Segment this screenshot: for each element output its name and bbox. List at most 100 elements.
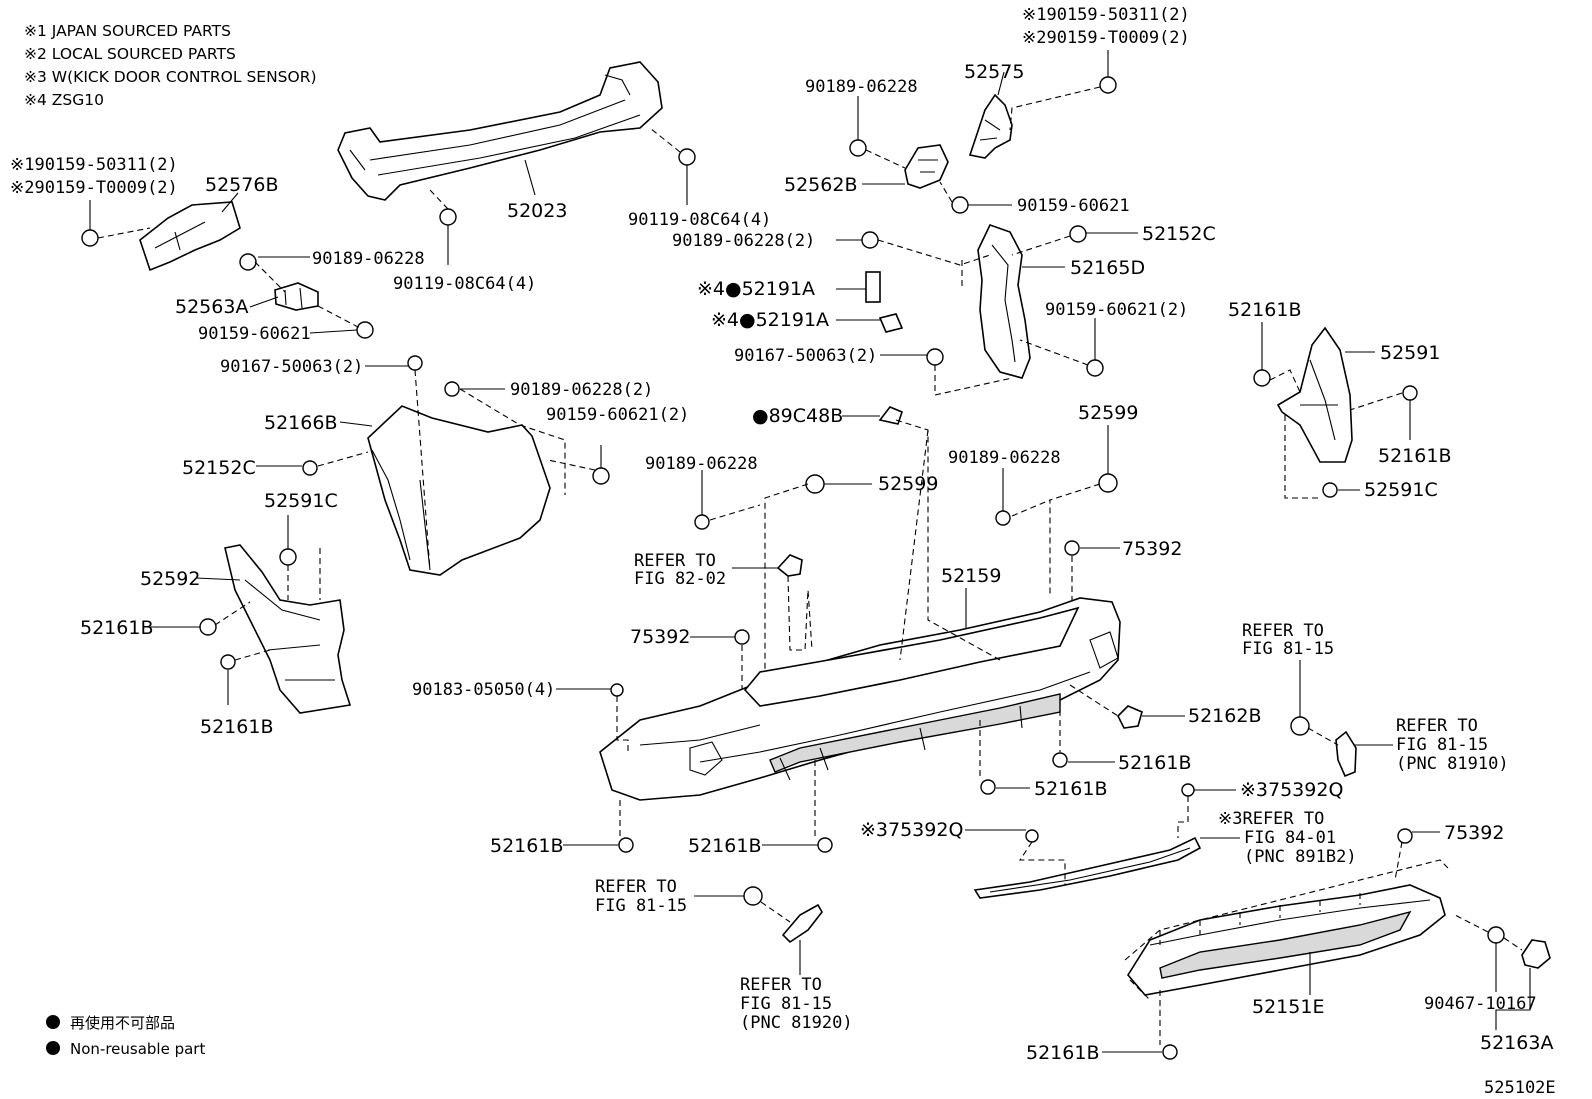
label-52562B: 52562B (784, 174, 857, 196)
non-reusable-dot-icon-2 (46, 1041, 60, 1055)
label-90119-08C64-a: 90119-08C64(4) (628, 210, 771, 230)
label-52599-a: 52599 (1078, 402, 1138, 424)
label-90159-T0009-left: ※290159-T0009(2) (10, 178, 178, 198)
label-90189-06228-a: 90189-06228 (312, 249, 425, 269)
label-pnc-81920: (PNC 81920) (740, 1013, 853, 1033)
label-52575: 52575 (964, 61, 1024, 83)
part-52591-right-bracket (1276, 326, 1353, 463)
label-90189-06228-2b: 90189-06228(2) (672, 231, 815, 251)
label-90159-60621-b: 90159-60621 (1017, 196, 1130, 216)
label-fig-84-01: FIG 84-01 (1244, 828, 1336, 848)
part-52163A-cap (1521, 939, 1551, 969)
note-zsg10: ※4 ZSG10 (24, 91, 104, 109)
label-52592: 52592 (140, 568, 200, 590)
part-kick-door-sensor-bar (973, 836, 1202, 899)
legend: 再使用不可部品 Non-reusable part (46, 1014, 205, 1058)
label-52152C-b: 52152C (1142, 223, 1216, 245)
label-89C48B: ●89C48B (752, 405, 843, 427)
leader-lines (89, 50, 1531, 1053)
label-pnc-81910: (PNC 81910) (1396, 754, 1509, 774)
label-90159-60621-2b: 90159-60621(2) (1045, 300, 1188, 320)
label-75392-b: 75392 (630, 626, 690, 648)
part-52165D-side-retainer (977, 224, 1031, 379)
label-fig-81-15-a: FIG 81-15 (1242, 639, 1334, 659)
label-75392-c: 75392 (1444, 822, 1504, 844)
label-52591C-a: 52591C (264, 490, 338, 512)
part-reflector-81910 (1335, 730, 1357, 778)
part-52162B-cap (1117, 705, 1143, 729)
label-90159-50311-top: ※190159-50311(2) (1022, 5, 1190, 25)
part-52576B-bracket (139, 201, 241, 272)
label-52161B-e: 52161B (490, 835, 563, 857)
label-90159-50311-left: ※190159-50311(2) (10, 155, 178, 175)
part-52575-bracket (968, 93, 1013, 159)
part-52023-bumper-reinforcement (337, 61, 663, 201)
label-52161B-g: 52161B (1228, 299, 1301, 321)
note-kick-door-sensor: ※3 W(KICK DOOR CONTROL SENSOR) (24, 68, 317, 86)
label-52161B-b: 52161B (200, 716, 273, 738)
part-clip-82-02 (776, 554, 803, 577)
label-90467-10167: 90467-10167 (1424, 994, 1537, 1014)
label-52023: 52023 (507, 200, 567, 222)
label-90183-05050: 90183-05050(4) (412, 680, 555, 700)
label-52591C-b: 52591C (1364, 479, 1438, 501)
figure-id: 525102E (1484, 1078, 1556, 1098)
label-52161B-i: 52161B (1026, 1042, 1099, 1064)
notes-block: ※1 JAPAN SOURCED PARTS ※2 LOCAL SOURCED … (24, 22, 317, 109)
part-52592-lower-bracket (224, 544, 352, 714)
label-52599-b: 52599 (878, 473, 938, 495)
label-90167-50063-a: 90167-50063(2) (220, 357, 363, 377)
label-52161B-a: 52161B (80, 617, 153, 639)
label-refer-to-81-15-a: REFER TO (1242, 621, 1324, 641)
label-52563A: 52563A (175, 296, 248, 318)
fasteners (81, 76, 1505, 1060)
legend-english: Non-reusable part (70, 1040, 205, 1058)
non-reusable-dot-icon (46, 1015, 60, 1029)
label-90159-60621-a: 90159-60621 (198, 324, 311, 344)
label-90189-06228-2a: 90189-06228(2) (510, 380, 653, 400)
label-52152C-a: 52152C (182, 457, 256, 479)
label-90167-50063-b: 90167-50063(2) (734, 346, 877, 366)
label-fig-81-15-d: FIG 81-15 (740, 994, 832, 1014)
label-52191A-b: ※4●52191A (711, 309, 829, 331)
part-52563A-bracket (274, 282, 319, 311)
label-52151E: 52151E (1252, 996, 1324, 1018)
part-labels: ※190159-50311(2) ※290159-T0009(2) 52576B… (10, 5, 1553, 1064)
part-52191A-pads (865, 271, 904, 333)
label-90159-60621-2a: 90159-60621(2) (546, 405, 689, 425)
label-pnc-891B2: (PNC 891B2) (1244, 847, 1357, 867)
label-52161B-h: 52161B (1378, 445, 1451, 467)
label-75392-a: 75392 (1122, 538, 1182, 560)
part-52151E-skid-plate (1127, 884, 1446, 996)
label-fig-81-15-b: FIG 81-15 (1396, 735, 1488, 755)
legend-japanese: 再使用不可部品 (70, 1014, 175, 1032)
label-90119-08C64-b: 90119-08C64(4) (393, 274, 536, 294)
label-52161B-c: 52161B (1118, 752, 1191, 774)
label-52576B: 52576B (205, 174, 278, 196)
label-52162B: 52162B (1188, 705, 1261, 727)
label-52161B-f: 52161B (688, 835, 761, 857)
label-52163A: 52163A (1480, 1032, 1553, 1054)
label-refer-to-84-01: ※3REFER TO (1218, 809, 1324, 829)
label-fig-81-15-c: FIG 81-15 (595, 896, 687, 916)
part-52166B-side-cover (367, 405, 551, 576)
label-52191A-a: ※4●52191A (697, 278, 815, 300)
label-52591: 52591 (1380, 342, 1440, 364)
note-japan-sourced: ※1 JAPAN SOURCED PARTS (24, 22, 231, 40)
label-refer-to-81-15-d: REFER TO (740, 975, 822, 995)
label-refer-to-81-15-c: REFER TO (595, 877, 677, 897)
part-52562B-bracket (904, 144, 949, 189)
label-75392Q-a: ※375392Q (1240, 779, 1343, 801)
label-52159: 52159 (941, 565, 1001, 587)
label-90189-06228-d: 90189-06228 (948, 448, 1061, 468)
label-90189-06228-top: 90189-06228 (805, 77, 918, 97)
label-75392Q-b: ※375392Q (860, 819, 963, 841)
part-reflector-81920 (781, 903, 823, 944)
label-52166B: 52166B (264, 412, 337, 434)
part-89C48B-clip (878, 406, 903, 425)
label-90189-06228-c: 90189-06228 (645, 454, 758, 474)
note-local-sourced: ※2 LOCAL SOURCED PARTS (24, 45, 236, 63)
label-52161B-d: 52161B (1034, 778, 1107, 800)
label-refer-to-81-15-b: REFER TO (1396, 716, 1478, 736)
